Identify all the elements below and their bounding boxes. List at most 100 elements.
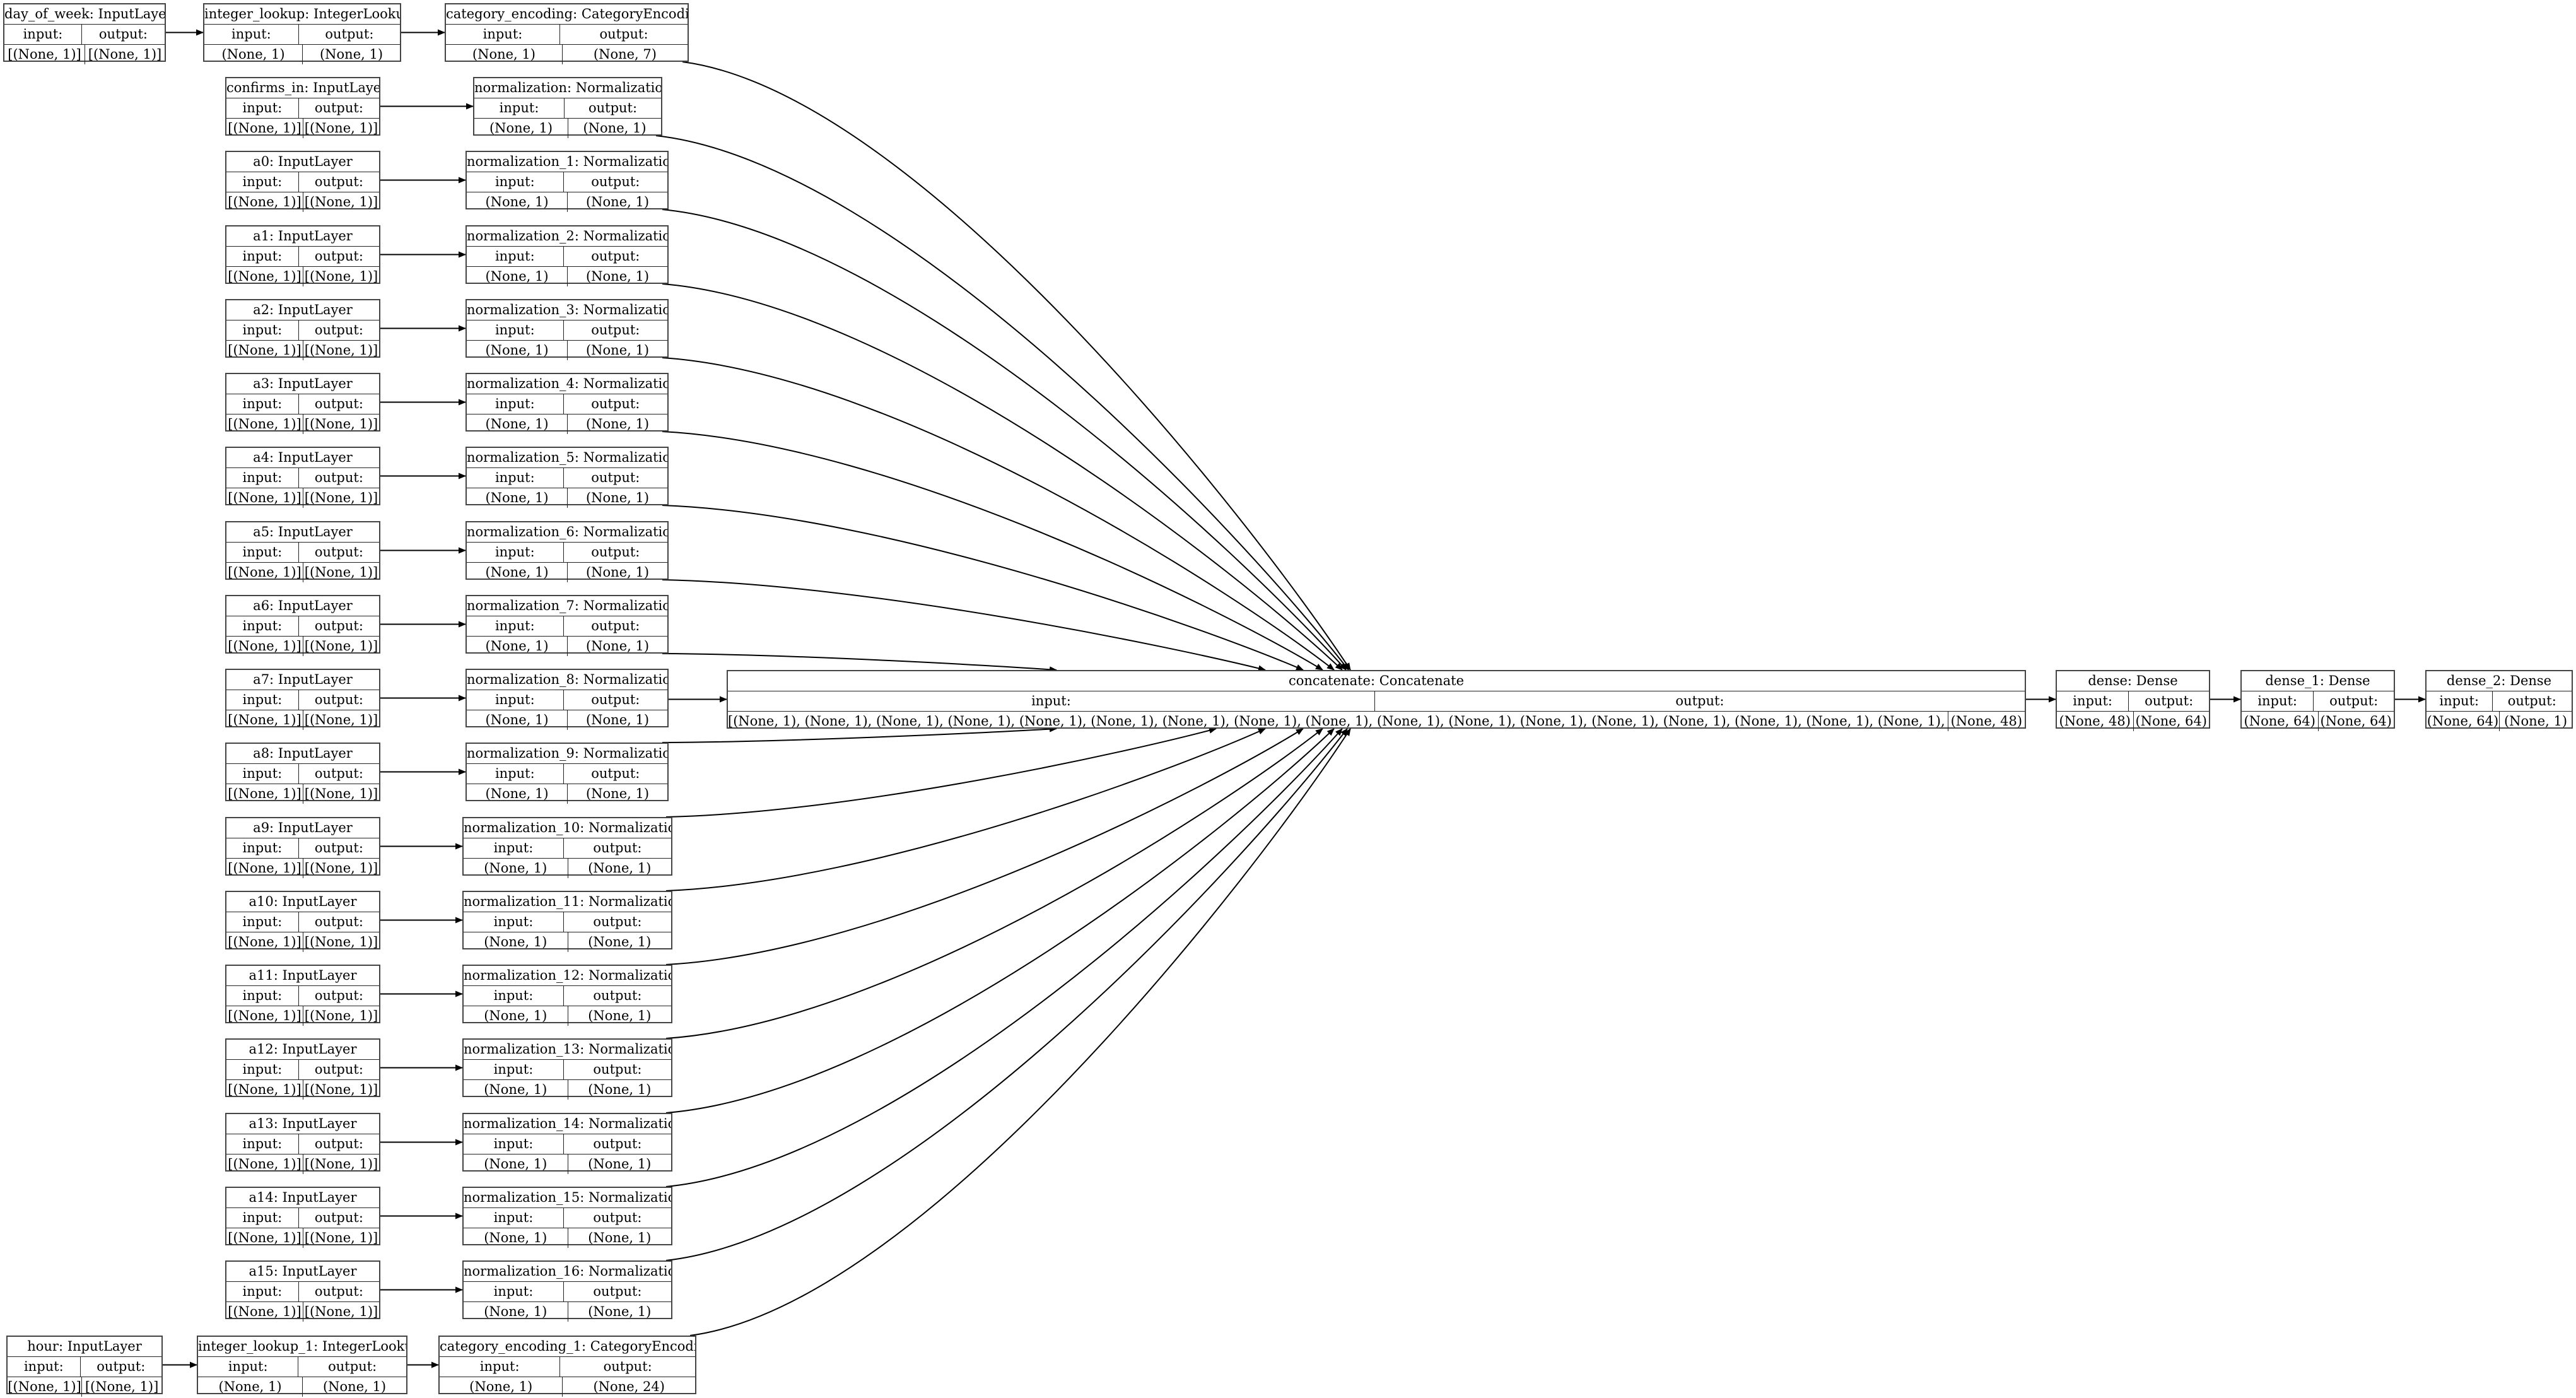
- edge-arrow-normalization_13-to-concatenate: [665, 728, 1323, 1039]
- io-labels-row: input: output:: [464, 1060, 671, 1080]
- layer-node-normalization-5[interactable]: normalization_5: Normalization input: ou…: [465, 447, 669, 508]
- layer-node-a1[interactable]: a1: InputLayer input: output: [(None, 1)…: [225, 225, 380, 286]
- layer-title: a1: InputLayer: [226, 226, 379, 247]
- output-shape: (None, 64): [2317, 712, 2394, 731]
- layer-node-normalization-8[interactable]: normalization_8: Normalization input: ou…: [465, 669, 669, 730]
- input-shape: (None, 64): [2244, 714, 2315, 729]
- edge-arrow-normalization_10-to-concatenate: [665, 727, 1217, 818]
- layer-title: dense_1: Dense: [2242, 671, 2394, 691]
- io-labels-row: input: output:: [467, 247, 667, 267]
- io-shapes-row: (None, 1) (None, 1): [198, 1377, 406, 1397]
- layer-node-confirms-in[interactable]: confirms_in: InputLayer input: output: […: [225, 77, 380, 138]
- input-shape: [(None, 1)]: [228, 490, 302, 505]
- layer-title: a0: InputLayer: [226, 152, 379, 172]
- layer-node-normalization-4[interactable]: normalization_4: Normalization input: ou…: [465, 373, 669, 434]
- layer-node-normalization-6[interactable]: normalization_6: Normalization input: ou…: [465, 521, 669, 582]
- layer-node-dense-1[interactable]: dense_1: Dense input: output: (None, 64)…: [2240, 670, 2395, 731]
- layer-node-a11[interactable]: a11: InputLayer input: output: [(None, 1…: [225, 965, 380, 1026]
- io-shapes-row: (None, 1) (None, 24): [440, 1377, 695, 1397]
- layer-node-normalization-3[interactable]: normalization_3: Normalization input: ou…: [465, 299, 669, 360]
- layer-node-a14[interactable]: a14: InputLayer input: output: [(None, 1…: [225, 1187, 380, 1248]
- input-label: input:: [242, 322, 283, 338]
- layer-node-dense[interactable]: dense: Dense input: output: (None, 48) (…: [2056, 670, 2210, 731]
- layer-node-a7[interactable]: a7: InputLayer input: output: [(None, 1)…: [225, 669, 380, 730]
- input-shape: [(None, 1)]: [228, 194, 302, 209]
- input-label: input:: [493, 1210, 534, 1225]
- output-shape: (None, 1): [567, 488, 667, 508]
- layer-node-normalization[interactable]: normalization: Normalization input: outp…: [473, 77, 662, 138]
- input-shape: [(None, 1)]: [228, 712, 302, 727]
- io-shapes-row: (None, 1) (None, 1): [467, 784, 667, 804]
- output-label: output:: [559, 1357, 695, 1377]
- layer-node-a4[interactable]: a4: InputLayer input: output: [(None, 1)…: [225, 447, 380, 508]
- layer-node-a3[interactable]: a3: InputLayer input: output: [(None, 1)…: [225, 373, 380, 434]
- layer-node-a9[interactable]: a9: InputLayer input: output: [(None, 1)…: [225, 817, 380, 878]
- layer-title: normalization_15: Normalization: [464, 1188, 671, 1208]
- layer-node-a6[interactable]: a6: InputLayer input: output: [(None, 1)…: [225, 595, 380, 656]
- layer-node-normalization-9[interactable]: normalization_9: Normalization input: ou…: [465, 743, 669, 804]
- layer-node-integer-lookup[interactable]: integer_lookup: IntegerLookup input: out…: [203, 3, 401, 64]
- layer-node-a2[interactable]: a2: InputLayer input: output: [(None, 1)…: [225, 299, 380, 360]
- io-shapes-row: (None, 1) (None, 1): [467, 637, 667, 656]
- input-label: input:: [483, 26, 523, 42]
- output-shape: [(None, 1)]: [303, 414, 379, 434]
- layer-node-normalization-12[interactable]: normalization_12: Normalization input: o…: [462, 965, 672, 1026]
- layer-title: a5: InputLayer: [226, 522, 379, 543]
- layer-node-normalization-15[interactable]: normalization_15: Normalization input: o…: [462, 1187, 672, 1248]
- layer-title: category_encoding_1: CategoryEncoding: [440, 1337, 695, 1357]
- layer-node-integer-lookup-1[interactable]: integer_lookup_1: IntegerLookup input: o…: [197, 1336, 407, 1397]
- layer-node-normalization-1[interactable]: normalization_1: Normalization input: ou…: [465, 151, 669, 212]
- output-shape: (None, 1): [567, 1228, 672, 1248]
- layer-node-normalization-2[interactable]: normalization_2: Normalization input: ou…: [465, 225, 669, 286]
- layer-node-a8[interactable]: a8: InputLayer input: output: [(None, 1)…: [225, 743, 380, 804]
- layer-node-hour[interactable]: hour: InputLayer input: output: [(None, …: [6, 1336, 163, 1397]
- input-label: input:: [493, 1284, 534, 1299]
- input-shape: (None, 1): [485, 490, 549, 505]
- layer-node-concatenate[interactable]: concatenate: Concatenate input: output: …: [727, 670, 2026, 731]
- layer-node-a10[interactable]: a10: InputLayer input: output: [(None, 1…: [225, 891, 380, 952]
- layer-node-a12[interactable]: a12: InputLayer input: output: [(None, 1…: [225, 1038, 380, 1100]
- layer-title: a6: InputLayer: [226, 596, 379, 616]
- output-shape: [(None, 1)]: [303, 267, 379, 286]
- layer-node-normalization-10[interactable]: normalization_10: Normalization input: o…: [462, 817, 672, 878]
- layer-node-category-encoding-1[interactable]: category_encoding_1: CategoryEncoding in…: [438, 1336, 696, 1397]
- layer-node-a13[interactable]: a13: InputLayer input: output: [(None, 1…: [225, 1113, 380, 1174]
- io-shapes-row: [(None, 1), (None, 1), (None, 1), (None,…: [728, 712, 2025, 731]
- layer-node-a5[interactable]: a5: InputLayer input: output: [(None, 1)…: [225, 521, 380, 582]
- layer-node-dense-2[interactable]: dense_2: Dense input: output: (None, 64)…: [2425, 670, 2573, 731]
- io-shapes-row: (None, 1) (None, 1): [464, 1228, 671, 1248]
- layer-title: a7: InputLayer: [226, 670, 379, 690]
- io-labels-row: input: output:: [4, 25, 165, 45]
- layer-title: normalization_8: Normalization: [467, 670, 667, 690]
- layer-node-normalization-16[interactable]: normalization_16: Normalization input: o…: [462, 1260, 672, 1322]
- layer-node-normalization-11[interactable]: normalization_11: Normalization input: o…: [462, 891, 672, 952]
- edge-arrow-normalization_2-to-concatenate: [662, 283, 1343, 671]
- layer-node-day-of-week[interactable]: day_of_week: InputLayer input: output: […: [3, 3, 166, 64]
- layer-title: normalization_3: Normalization: [467, 300, 667, 320]
- layer-title: a11: InputLayer: [226, 966, 379, 986]
- io-shapes-row: (None, 1) (None, 1): [464, 932, 671, 952]
- layer-title: normalization_2: Normalization: [467, 226, 667, 247]
- input-label: input:: [242, 1284, 283, 1299]
- layer-node-normalization-13[interactable]: normalization_13: Normalization input: o…: [462, 1038, 672, 1100]
- input-shape: (None, 64): [2427, 714, 2499, 729]
- layer-node-a0[interactable]: a0: InputLayer input: output: [(None, 1)…: [225, 151, 380, 212]
- input-shape: (None, 1): [469, 1379, 533, 1394]
- layer-title: confirms_in: InputLayer: [226, 78, 379, 98]
- edge-arrow-category_encoding_1-to-concatenate: [689, 728, 1351, 1336]
- layer-title: a13: InputLayer: [226, 1114, 379, 1134]
- layer-title: concatenate: Concatenate: [728, 671, 2025, 691]
- output-label: output:: [298, 172, 379, 192]
- layer-node-a15[interactable]: a15: InputLayer input: output: [(None, 1…: [225, 1260, 380, 1322]
- output-shape: [(None, 1)]: [303, 341, 379, 360]
- layer-title: normalization_4: Normalization: [467, 374, 667, 394]
- layer-title: normalization_12: Normalization: [464, 966, 671, 986]
- input-label: input:: [242, 249, 283, 264]
- layer-node-category-encoding[interactable]: category_encoding: CategoryEncoding inpu…: [445, 3, 689, 64]
- input-shape: [(None, 1)]: [228, 934, 302, 949]
- layer-node-normalization-14[interactable]: normalization_14: Normalization input: o…: [462, 1113, 672, 1174]
- io-labels-row: input: output:: [226, 394, 379, 414]
- layer-node-normalization-7[interactable]: normalization_7: Normalization input: ou…: [465, 595, 669, 656]
- io-shapes-row: (None, 1) (None, 1): [467, 488, 667, 508]
